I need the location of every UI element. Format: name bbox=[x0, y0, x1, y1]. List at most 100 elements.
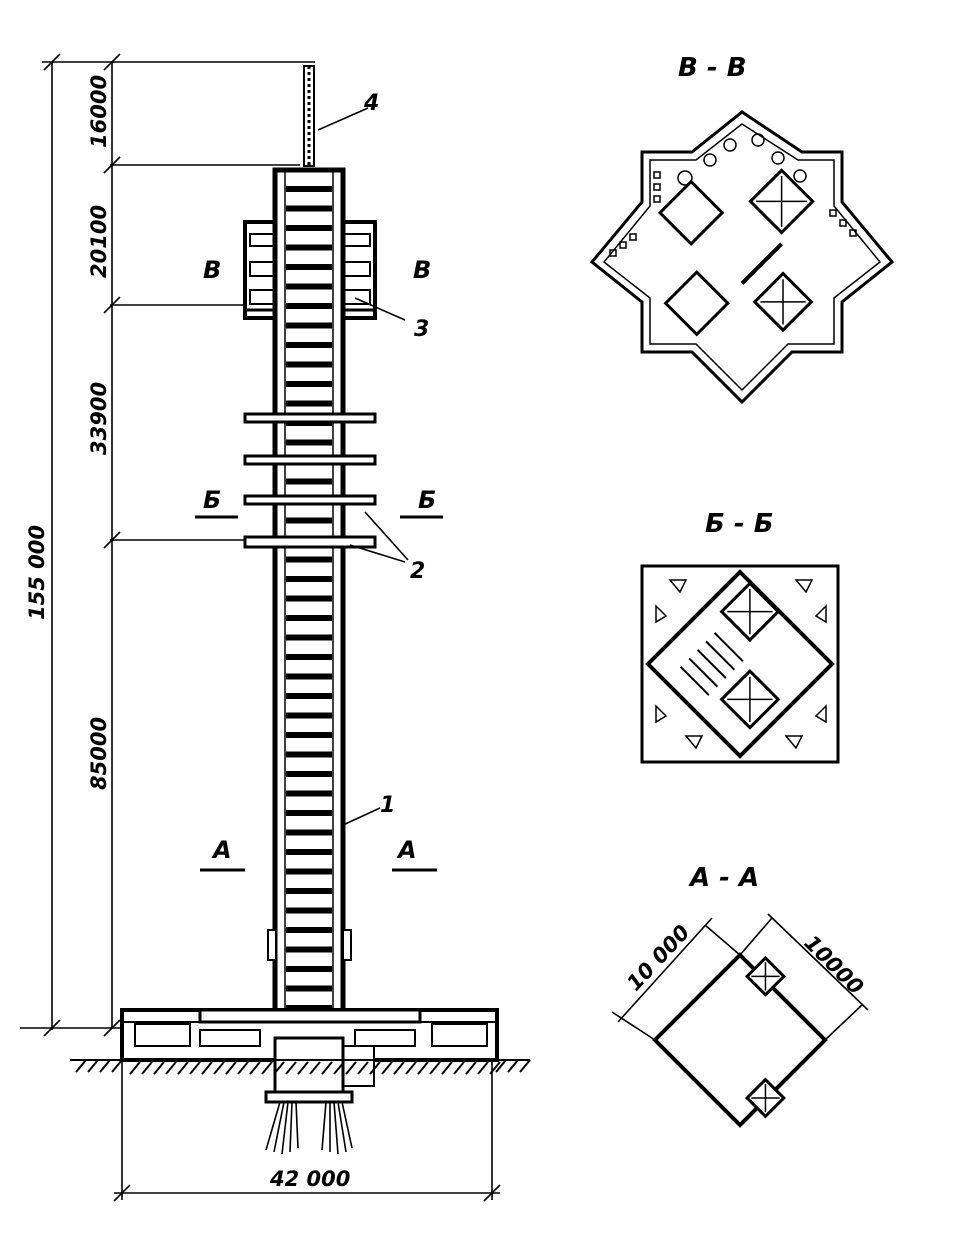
ground-line bbox=[70, 1059, 531, 1075]
floor-slab bbox=[286, 712, 332, 719]
section-mark-b-right: Б bbox=[418, 486, 436, 514]
floor-slab bbox=[286, 888, 332, 894]
ground-hatch-stroke bbox=[141, 1061, 153, 1075]
section-mark-a-right: А bbox=[396, 836, 417, 864]
section-mark-a-left: А bbox=[211, 836, 232, 864]
ground-hatch-stroke bbox=[285, 1061, 297, 1075]
floor-slab bbox=[286, 615, 332, 621]
floor-slab bbox=[286, 342, 332, 348]
mast-height-dimension: 16000 bbox=[87, 75, 111, 148]
floor-slab bbox=[286, 576, 332, 582]
base-width-dimension-line bbox=[113, 1060, 501, 1202]
floor-slab bbox=[286, 595, 332, 602]
section-a-dimension-left: 10 000 bbox=[622, 920, 694, 995]
ground-hatch-stroke bbox=[333, 1061, 345, 1075]
ground-hatch-stroke bbox=[405, 1061, 417, 1075]
foundation bbox=[264, 1036, 354, 1155]
ground-hatch-stroke bbox=[441, 1061, 453, 1075]
section-b-title: Б - Б bbox=[705, 509, 774, 539]
upper-block-height-dimension: 20100 bbox=[87, 205, 111, 278]
floor-slab bbox=[286, 849, 332, 855]
floor-slab bbox=[286, 654, 332, 660]
callout-leaders bbox=[317, 107, 409, 826]
section-a-plan: 10 000 10000 bbox=[611, 913, 869, 1128]
floor-slab bbox=[286, 361, 332, 368]
ground-hatch-stroke bbox=[453, 1061, 465, 1075]
floor-slab bbox=[286, 303, 332, 309]
floor-slab bbox=[286, 868, 332, 875]
floor-slab bbox=[286, 205, 332, 212]
floor-slab bbox=[286, 264, 332, 270]
antenna-mast bbox=[303, 65, 315, 167]
floor-slab bbox=[286, 186, 332, 192]
floor-slab bbox=[286, 400, 332, 407]
floor-slab bbox=[286, 673, 332, 680]
floor-slab bbox=[286, 966, 332, 972]
ground-hatch-stroke bbox=[309, 1061, 321, 1075]
callout-1: 1 bbox=[380, 793, 395, 818]
ground-hatch-stroke bbox=[225, 1061, 237, 1075]
section-b-plan bbox=[640, 564, 840, 764]
floor-slab bbox=[286, 927, 332, 933]
floor-slab bbox=[286, 439, 332, 446]
ground-hatch-stroke bbox=[249, 1061, 261, 1075]
ground-hatch-stroke bbox=[213, 1061, 225, 1075]
ground-hatch-stroke bbox=[465, 1061, 477, 1075]
floor-slab bbox=[286, 225, 332, 231]
floor-slab bbox=[286, 283, 332, 290]
ground-hatch-stroke bbox=[153, 1061, 165, 1075]
floor-slab bbox=[286, 751, 332, 758]
floor-slab bbox=[286, 946, 332, 953]
ground-hatch-stroke bbox=[477, 1061, 489, 1075]
section-v-title: В - В bbox=[678, 53, 747, 83]
tower-shaft bbox=[272, 167, 346, 1041]
floor-slab bbox=[286, 517, 332, 524]
ground-hatch-stroke bbox=[417, 1061, 429, 1075]
ground-hatch-stroke bbox=[495, 1059, 507, 1073]
floor-slab bbox=[286, 985, 332, 992]
floor-slab bbox=[286, 634, 332, 641]
section-v-plan bbox=[589, 110, 895, 405]
floor-slab bbox=[286, 907, 332, 914]
floor-slab bbox=[286, 244, 332, 251]
ground-hatch-stroke bbox=[357, 1061, 369, 1075]
floor-slab bbox=[286, 478, 332, 485]
vertical-dimension-lines bbox=[20, 53, 315, 1037]
floor-slab bbox=[286, 322, 332, 329]
floor-slab bbox=[286, 790, 332, 797]
section-mark-b-left: Б bbox=[203, 486, 221, 514]
floor-slab bbox=[286, 381, 332, 387]
callout-3: 3 bbox=[414, 317, 429, 342]
ground-hatch-stroke bbox=[129, 1061, 141, 1075]
ground-hatch-stroke bbox=[507, 1059, 519, 1073]
ground-hatch-stroke bbox=[321, 1061, 333, 1075]
floor-slab bbox=[286, 810, 332, 816]
ground-hatch-stroke bbox=[381, 1061, 393, 1075]
platforms bbox=[243, 412, 377, 549]
base-width-dimension: 42 000 bbox=[269, 1167, 350, 1191]
ground-hatch-stroke bbox=[273, 1061, 285, 1075]
lower-shaft-height-dimension: 85000 bbox=[87, 717, 111, 790]
floor-slab bbox=[286, 556, 332, 563]
floor-slab bbox=[286, 829, 332, 836]
ground-hatch-stroke bbox=[429, 1061, 441, 1075]
ground-hatch-stroke bbox=[297, 1061, 309, 1075]
callout-2: 2 bbox=[410, 559, 425, 584]
ground-hatch-stroke bbox=[393, 1061, 405, 1075]
ground-hatch-stroke bbox=[189, 1061, 201, 1075]
tower-elevation: 42 000 4 3 2 1 В В Б Б А А bbox=[70, 65, 531, 1202]
ground-hatch-stroke bbox=[165, 1061, 177, 1075]
floor-slab bbox=[286, 732, 332, 738]
ground-hatch-stroke bbox=[369, 1061, 381, 1075]
ground-hatch-stroke bbox=[111, 1059, 123, 1073]
middle-segment-height-dimension: 33900 bbox=[87, 382, 111, 455]
ground-hatch-stroke bbox=[177, 1061, 189, 1075]
callout-4: 4 bbox=[363, 91, 379, 116]
ground-hatch-stroke bbox=[201, 1061, 213, 1075]
ground-hatch-stroke bbox=[519, 1059, 531, 1073]
ground-hatch-stroke bbox=[345, 1061, 357, 1075]
ground-hatch-stroke bbox=[75, 1059, 87, 1073]
ground-hatch-stroke bbox=[237, 1061, 249, 1075]
ground-hatch-stroke bbox=[261, 1061, 273, 1075]
